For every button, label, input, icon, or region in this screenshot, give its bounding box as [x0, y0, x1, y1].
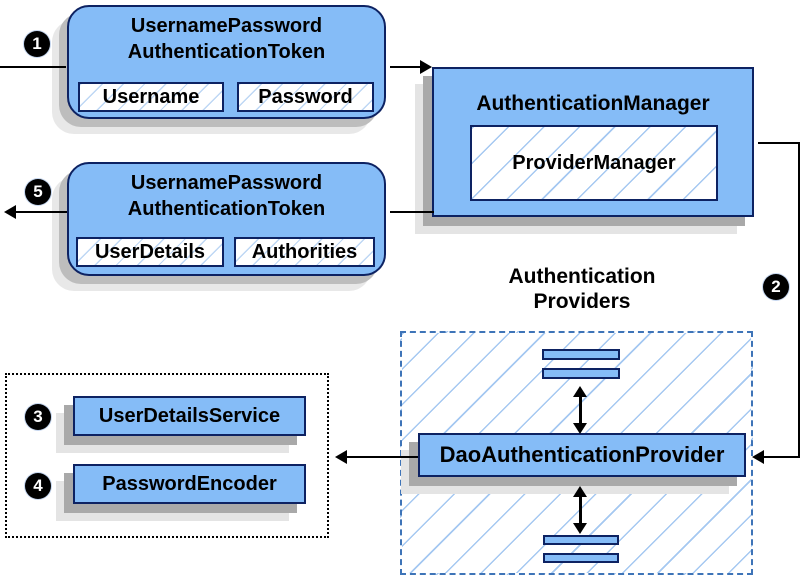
connector-manager-to-token [390, 211, 434, 213]
step-5-badge: 5 [25, 179, 51, 205]
connector-into-provider [764, 456, 800, 458]
double-arrow-up-icon [573, 486, 587, 497]
services-container [5, 373, 329, 538]
providers-label-line2: Providers [533, 290, 631, 313]
provider-stack-bar [543, 535, 619, 545]
response-token-box: UsernamePassword AuthenticationToken Use… [67, 162, 386, 276]
authentication-manager-box: AuthenticationManager ProviderManager [432, 67, 754, 217]
response-token-title-line1: UsernamePassword [130, 172, 323, 194]
providers-label-line1: Authentication [508, 265, 656, 288]
provider-manager-box: ProviderManager [470, 125, 718, 201]
double-arrow-line [579, 395, 582, 426]
double-arrow-down-icon [573, 423, 587, 434]
userdetails-field: UserDetails [76, 237, 224, 267]
arrow-left-icon [335, 450, 347, 464]
double-arrow-up-icon [573, 386, 587, 397]
connector-incoming-line [0, 66, 66, 68]
provider-stack-bar [542, 349, 620, 360]
arrow-left-icon [752, 450, 764, 464]
password-encoder-box: PasswordEncoder [73, 464, 306, 504]
provider-stack-bar [542, 368, 620, 379]
step-4-badge: 4 [25, 473, 51, 499]
providers-label: Authentication Providers [472, 264, 692, 314]
step-2-badge: 2 [763, 274, 789, 300]
authentication-manager-title: AuthenticationManager [476, 92, 710, 115]
request-token-title-line1: UsernamePassword [130, 15, 323, 37]
connector-down-line [798, 142, 800, 458]
connector-outgoing-line [16, 211, 67, 213]
request-token-title-line2: AuthenticationToken [127, 41, 326, 63]
request-token-box: UsernamePassword AuthenticationToken Use… [67, 5, 386, 119]
user-details-service-box: UserDetailsService [73, 396, 306, 436]
connector-provider-to-services [347, 456, 418, 458]
step-3-badge: 3 [25, 404, 51, 430]
dao-authentication-provider-box: DaoAuthenticationProvider [418, 433, 746, 477]
password-field: Password [237, 82, 374, 112]
arrow-left-icon [4, 205, 16, 219]
connector-manager-out [758, 142, 800, 144]
double-arrow-down-icon [573, 523, 587, 534]
response-token-title-line2: AuthenticationToken [127, 198, 326, 220]
connector-token-to-manager [390, 66, 422, 68]
authorities-field: Authorities [234, 237, 375, 267]
arrow-right-icon [420, 60, 432, 74]
step-1-badge: 1 [24, 31, 50, 57]
double-arrow-line [579, 495, 582, 526]
provider-stack-bar [543, 553, 619, 563]
username-field: Username [78, 82, 224, 112]
